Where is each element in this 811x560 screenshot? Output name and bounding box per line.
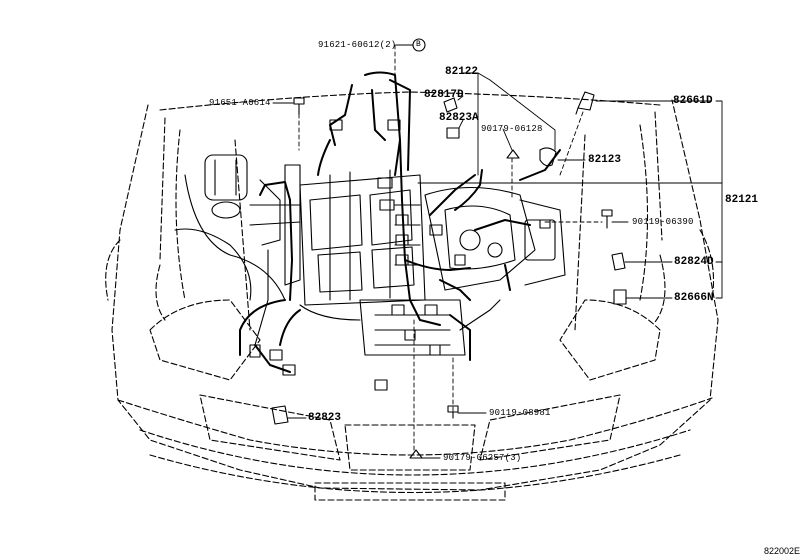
vehicle-body-outline [105, 91, 719, 501]
part-label-82666n: 82666N [674, 292, 714, 304]
figure-reference-code: 822002E [764, 546, 801, 556]
part-label-82817d: 82817D [424, 89, 464, 101]
part-label-91621-60612: 91621-60612(2) [318, 40, 397, 50]
harness-connectors [249, 119, 551, 391]
part-label-82824d: 82824D [674, 256, 714, 268]
leader-lines [272, 44, 723, 459]
part-label-82122: 82122 [445, 66, 479, 78]
part-label-82121: 82121 [725, 194, 759, 206]
part-label-91651-a0614: 91651-A0614 [209, 98, 271, 108]
part-label-90119-06390: 90119-06390 [632, 217, 694, 227]
part-label-82823: 82823 [308, 412, 342, 424]
battery-assembly [174, 154, 286, 346]
marker-b-circle [412, 38, 426, 52]
part-icons [271, 91, 627, 459]
part-label-82123: 82123 [588, 154, 622, 166]
part-label-90119-08981: 90119-08981 [489, 408, 551, 418]
part-label-82823a: 82823A [439, 112, 479, 124]
part-label-82661d: 82661D [673, 95, 713, 107]
part-label-90179-06257: 90179-06257(3) [443, 453, 522, 463]
part-label-90179-06128: 90179-06128 [481, 124, 543, 134]
marker-b-letter: B [416, 40, 422, 49]
